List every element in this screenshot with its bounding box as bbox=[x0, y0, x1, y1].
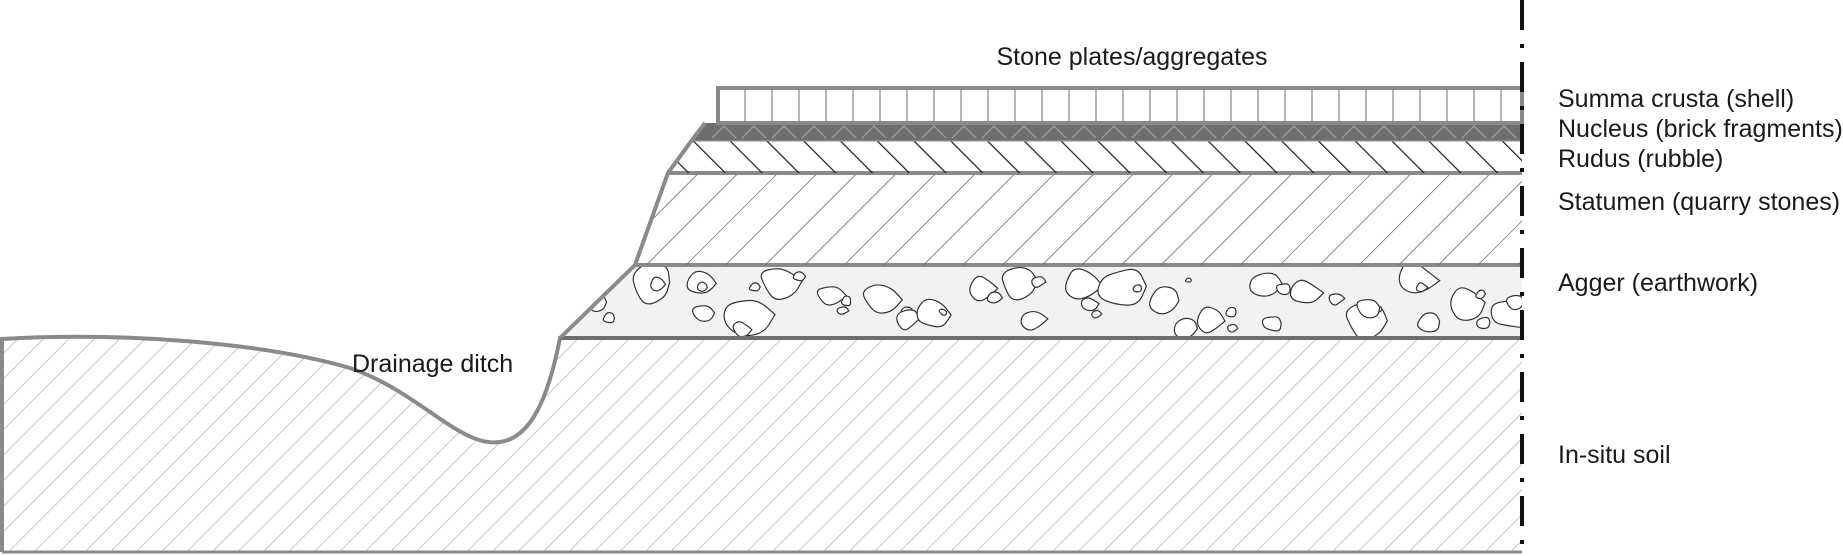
layer-label-agger: Agger (earthwork) bbox=[1558, 269, 1758, 297]
road-embankment-slope bbox=[558, 121, 707, 340]
in-situ-soil-layer bbox=[2, 336, 1522, 552]
ground-surface-line bbox=[0, 334, 1522, 552]
nucleus-layer bbox=[692, 123, 1522, 140]
rudus-layer bbox=[668, 140, 1522, 173]
statumen-layer bbox=[635, 173, 1522, 265]
summa-crusta-layer bbox=[716, 86, 1524, 125]
layer-label-statumen: Statumen (quarry stones) bbox=[1558, 188, 1840, 216]
stone-plates bbox=[744, 90, 1502, 121]
layer-label-in-situ-soil: In-situ soil bbox=[1558, 441, 1671, 469]
nucleus-chevrons bbox=[711, 124, 1517, 139]
title-label: Stone plates/aggregates bbox=[996, 43, 1267, 71]
agger-stones bbox=[583, 265, 1522, 338]
drainage-ditch-label: Drainage ditch bbox=[352, 350, 513, 378]
layer-label-rudus: Rudus (rubble) bbox=[1558, 145, 1723, 173]
layer-label-summa-crusta: Summa crusta (shell) bbox=[1558, 85, 1794, 113]
layer-label-nucleus: Nucleus (brick fragments) bbox=[1558, 115, 1843, 143]
